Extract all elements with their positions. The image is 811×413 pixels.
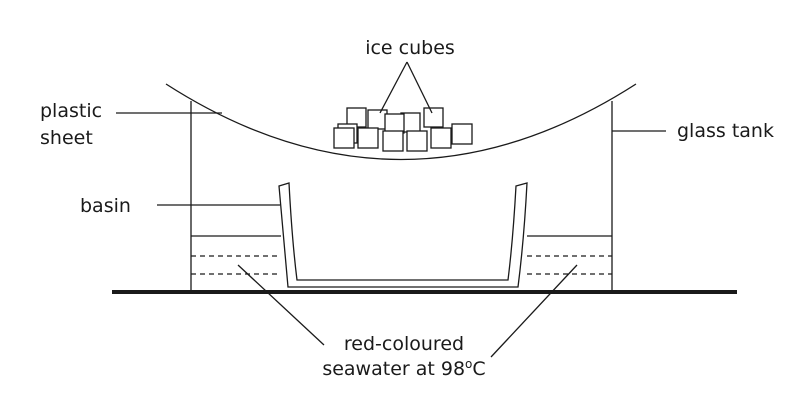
plastic-sheet-label-line1: plastic — [40, 100, 102, 122]
plastic-sheet — [165, 83, 637, 161]
seawater-unit: C — [472, 358, 485, 380]
seawater-label-line2: seawater at 98oC — [322, 357, 485, 380]
ice-cubes-leader-right — [406, 61, 433, 114]
ice-cubes-leader-left — [379, 61, 408, 114]
seawater-temp-text: seawater at 98 — [322, 358, 465, 380]
glass-tank-label: glass tank — [677, 120, 774, 142]
ice-cubes-label: ice cubes — [365, 37, 455, 59]
seawater-leader-right — [490, 264, 578, 358]
basin-label: basin — [80, 195, 131, 217]
ice-cubes — [333, 107, 473, 152]
seawater-degree-sup: o — [465, 357, 472, 371]
plastic-sheet-label-line2: sheet — [40, 127, 93, 149]
seawater-label-line1: red-coloured — [344, 333, 464, 355]
seawater-leader-left — [237, 264, 325, 346]
basin-outer — [278, 182, 528, 288]
